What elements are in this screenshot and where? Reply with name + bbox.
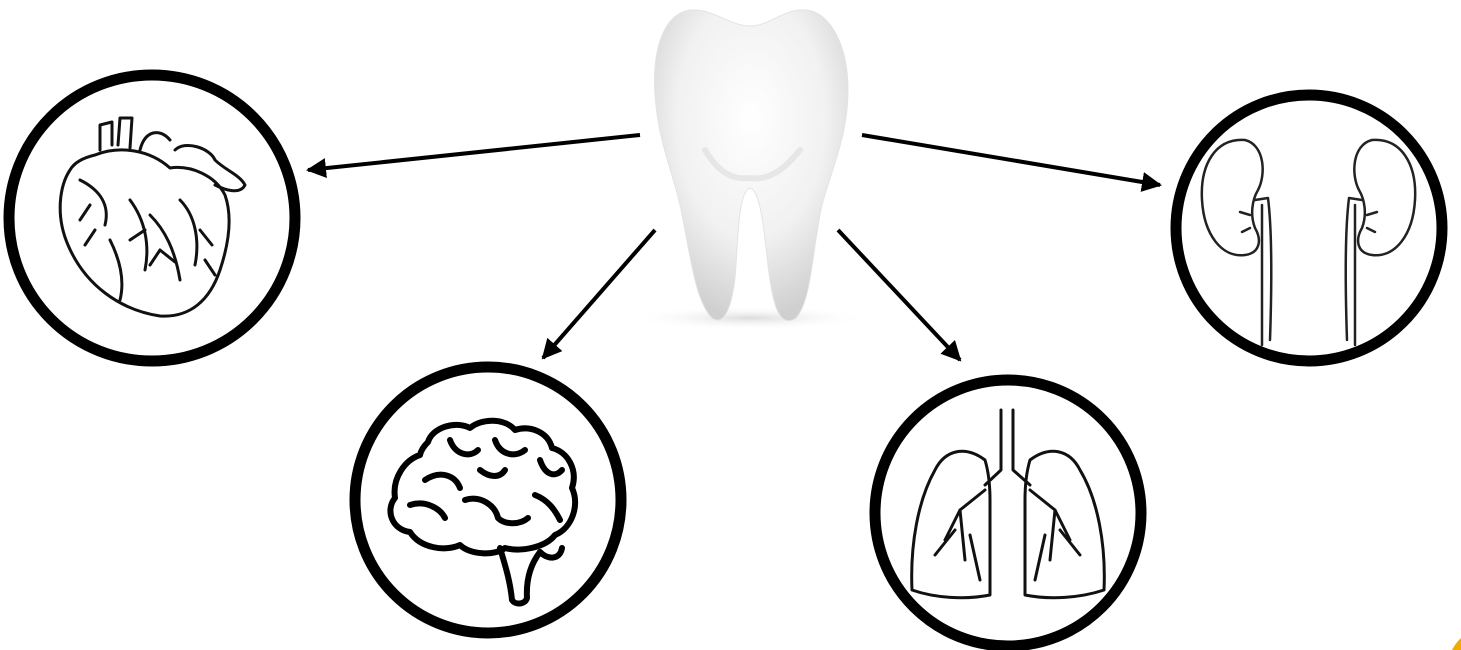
tooth-icon (630, 10, 870, 330)
lungs-node (875, 380, 1141, 646)
heart-node (9, 75, 295, 361)
arrow-to-kidneys (862, 135, 1160, 185)
brain-node (355, 367, 621, 633)
arrow-to-brain (543, 230, 655, 358)
corner-accent-mark (1452, 638, 1461, 650)
arrow-to-heart (308, 135, 640, 170)
kidneys-node (1176, 95, 1442, 361)
arrow-to-lungs (838, 230, 960, 360)
